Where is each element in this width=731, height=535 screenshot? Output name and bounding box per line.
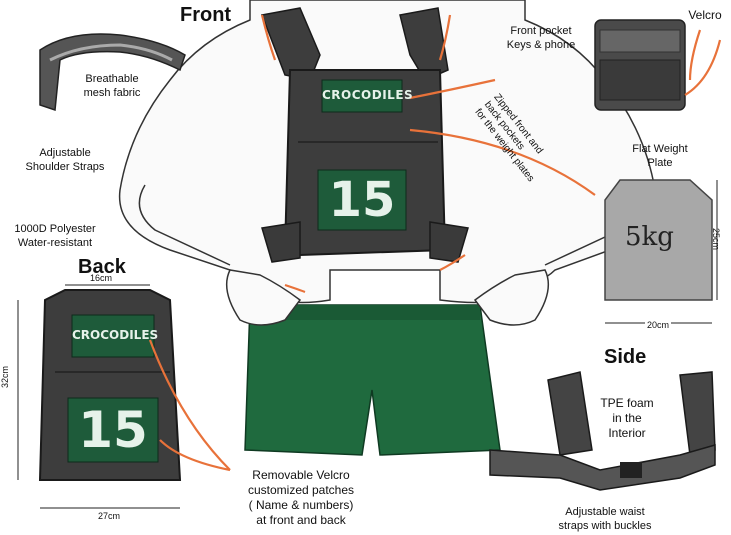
measure-back-top: 16cm — [90, 273, 113, 283]
shorts-waistband — [250, 305, 480, 320]
front-side-flap-left — [261, 221, 301, 263]
front-name-patch-text: CROCODILES — [322, 88, 414, 102]
left-hand — [225, 269, 302, 326]
strap-mesh-lining — [49, 43, 173, 62]
back-name-patch-text: CROCODILES — [72, 328, 159, 342]
heading-front: Front — [180, 4, 232, 26]
pouch-velcro-strip — [599, 29, 681, 53]
pointer-arrows — [148, 14, 722, 472]
label-velcro: Velcro — [688, 8, 722, 22]
measure-back-width: 27cm — [98, 511, 121, 521]
front-left-strap — [260, 7, 321, 81]
measure-plate-width: 20cm — [645, 320, 672, 330]
heading-side: Side — [604, 346, 647, 368]
pouch-compartment — [599, 59, 681, 101]
weight-plate — [604, 179, 713, 301]
front-name-patch — [321, 79, 403, 113]
side-view-strap-right — [679, 371, 716, 456]
side-view-waist-strap — [489, 444, 716, 491]
heading-back: Back — [78, 256, 126, 278]
back-name-patch — [71, 314, 155, 358]
measure-plate-height: 25cm — [711, 228, 721, 251]
plate-weight-text: 5kg — [625, 222, 674, 252]
back-number-patch-text: 15 — [78, 401, 148, 459]
shoulder-strap-piece — [39, 33, 186, 112]
front-number-patch — [317, 169, 407, 231]
back-number-patch — [67, 397, 159, 463]
front-number-patch-text: 15 — [328, 172, 396, 228]
buckle — [620, 462, 642, 478]
shorts — [244, 304, 501, 456]
measure-back-height: 32cm — [0, 365, 10, 388]
side-view-strap-left — [547, 371, 593, 456]
left-arm — [138, 184, 231, 266]
right-hand — [473, 269, 550, 326]
front-side-flap-right — [429, 221, 469, 263]
